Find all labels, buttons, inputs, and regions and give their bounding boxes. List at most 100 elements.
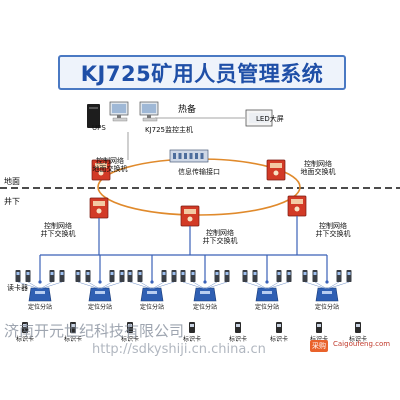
id-card-label: 标识卡 xyxy=(64,335,82,343)
id-card-label: 标识卡 xyxy=(183,335,201,343)
locator-substation-label: 定位分站 xyxy=(315,303,339,311)
host-label: KJ725监控主机 xyxy=(145,126,194,134)
reader-body xyxy=(119,270,125,282)
reader-link xyxy=(326,281,340,290)
card-body xyxy=(22,322,28,333)
card-reader-icon xyxy=(276,270,282,282)
reader-body xyxy=(180,270,186,282)
link-node xyxy=(38,280,42,284)
reader-link xyxy=(39,281,53,290)
card-screen xyxy=(190,324,194,327)
substation-body xyxy=(193,287,217,302)
reader-link xyxy=(39,281,63,290)
reader-window xyxy=(128,272,132,275)
switch-port xyxy=(294,206,300,212)
monitor-stand xyxy=(147,115,151,118)
id-card-label: 标识卡 xyxy=(310,335,328,343)
reader-link xyxy=(254,281,268,290)
reader-window xyxy=(253,272,257,275)
reader-window xyxy=(16,272,20,275)
card-reader-icon xyxy=(286,270,292,282)
reader-body xyxy=(302,270,308,282)
card-reader-icon xyxy=(109,270,115,282)
monitor-stand xyxy=(117,115,121,118)
switch-panel xyxy=(93,201,105,206)
reader-body xyxy=(161,270,167,282)
card-body xyxy=(276,322,282,333)
card-reader-icon xyxy=(15,270,21,282)
reader-window xyxy=(50,272,54,275)
switch-panel xyxy=(95,163,107,168)
id-card-icon: 标识卡 xyxy=(349,322,367,343)
card-screen xyxy=(277,324,281,327)
card-screen xyxy=(356,324,360,327)
reader-body xyxy=(127,270,133,282)
reader-body xyxy=(75,270,81,282)
locator-substation-label: 定位分站 xyxy=(193,303,217,311)
hot-standby-label: 热备 xyxy=(178,105,197,115)
card-reader-icon xyxy=(242,270,248,282)
reader-window xyxy=(243,272,247,275)
id-card-label: 标识卡 xyxy=(16,335,34,343)
diagram-title: KJ725矿用人员管理系统 xyxy=(58,55,346,90)
link-node xyxy=(325,280,329,284)
reader-body xyxy=(346,270,352,282)
reader-link xyxy=(87,281,101,290)
ups-cabinet xyxy=(87,104,100,128)
substation-display xyxy=(95,291,105,294)
underground-label: 井下 xyxy=(4,197,20,206)
reader-body xyxy=(25,270,31,282)
substation-display xyxy=(35,291,45,294)
reader-link xyxy=(27,281,41,290)
reader-window xyxy=(26,272,30,275)
interface-slot xyxy=(189,153,193,159)
reader-window xyxy=(313,272,317,275)
reader-body xyxy=(252,270,258,282)
card-screen xyxy=(71,324,75,327)
reader-body xyxy=(59,270,65,282)
locator-substation-icon: 定位分站 xyxy=(88,287,112,311)
card-reader-icon xyxy=(59,270,65,282)
locator-substation-icon: 定位分站 xyxy=(193,287,217,311)
interface-slot xyxy=(178,153,182,159)
reader-body xyxy=(190,270,196,282)
locator-substation-icon: 定位分站 xyxy=(315,287,339,311)
card-reader-icon xyxy=(75,270,81,282)
ground-switch-left-label: 控制网络地面交换机 xyxy=(92,157,128,174)
card-body xyxy=(355,322,361,333)
card-reader-icon xyxy=(137,270,143,282)
card-reader-icon xyxy=(302,270,308,282)
card-reader-label: 读卡器 xyxy=(7,284,28,292)
reader-link xyxy=(182,281,206,290)
card-reader-icon xyxy=(346,270,352,282)
link-node xyxy=(98,280,102,284)
transmission-interface-label: 信息传输接口 xyxy=(178,168,220,176)
id-card-label: 标识卡 xyxy=(270,335,288,343)
locator-substation-icon: 定位分站 xyxy=(255,287,279,311)
id-card-icon: 标识卡 xyxy=(270,322,288,343)
id-card-label: 标识卡 xyxy=(349,335,367,343)
card-screen xyxy=(128,324,132,327)
substation-body xyxy=(255,287,279,302)
reader-link xyxy=(204,281,218,290)
reader-body xyxy=(109,270,115,282)
reader-link xyxy=(304,281,328,290)
card-reader-icon xyxy=(127,270,133,282)
card-body xyxy=(235,322,241,333)
interface-slot xyxy=(195,153,198,159)
reader-window xyxy=(138,272,142,275)
reader-body xyxy=(286,270,292,282)
id-card-icon: 标识卡 xyxy=(229,322,247,343)
card-reader-icon xyxy=(119,270,125,282)
reader-window xyxy=(225,272,229,275)
switch-panel xyxy=(291,199,303,204)
substation-body xyxy=(315,287,339,302)
id-card-icon: 标识卡 xyxy=(121,322,139,343)
reader-link xyxy=(314,281,328,290)
card-body xyxy=(70,322,76,333)
card-reader-icon xyxy=(336,270,342,282)
link-node xyxy=(203,280,207,284)
ups-icon xyxy=(87,104,100,128)
